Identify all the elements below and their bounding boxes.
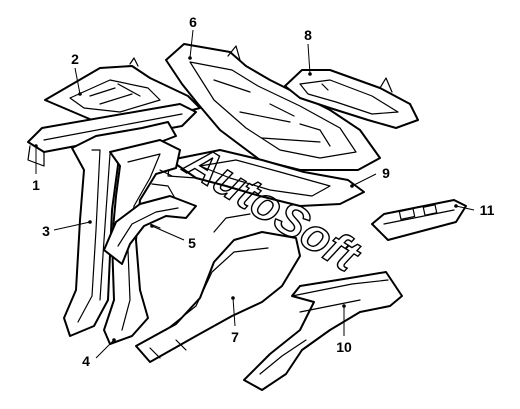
part-4-inner-frame: [103, 139, 181, 345]
part-10-rear-side-member: [243, 271, 403, 391]
callout-4: 4: [82, 353, 90, 369]
callout-1: 1: [32, 177, 40, 193]
callout-10: 10: [336, 339, 352, 355]
part-8-rear-floor-section: [284, 69, 419, 129]
leader-lines: [35, 29, 475, 359]
part-11-bracket-plate: [371, 199, 467, 241]
part-6-center-floor: [165, 43, 381, 171]
callout-11: 11: [480, 202, 495, 218]
leader-dots: [34, 56, 458, 342]
callout-6: 6: [189, 14, 197, 30]
callout-5: 5: [188, 235, 196, 251]
callout-2: 2: [71, 51, 79, 67]
callout-3: 3: [42, 223, 50, 239]
callout-7: 7: [231, 329, 239, 345]
part-7-rear-quarter: [135, 213, 301, 363]
callout-8: 8: [304, 27, 312, 43]
callout-labels: 1 2 3 4 5 6 7 8 9 10 11: [32, 14, 495, 369]
callout-9: 9: [382, 165, 390, 181]
